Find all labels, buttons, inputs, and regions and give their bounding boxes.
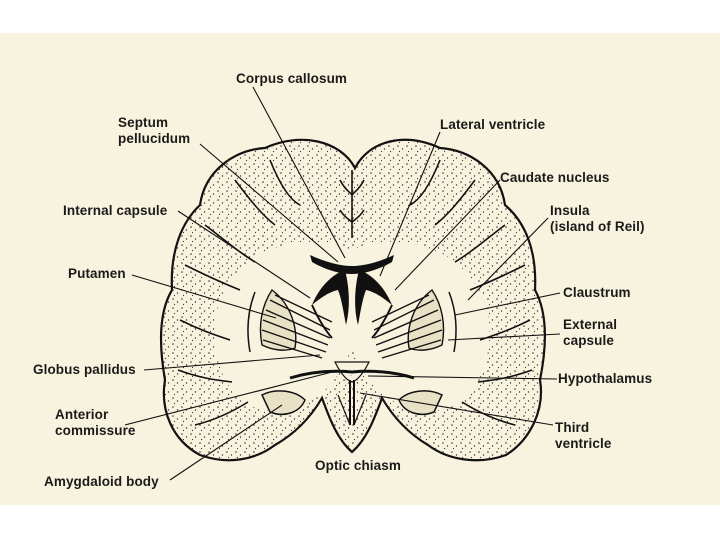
leader-internal-capsule: [177, 210, 311, 299]
label-optic-chiasm: Optic chiasm: [315, 458, 401, 473]
leader-hypothalamus: [367, 375, 558, 380]
putamen-left: [259, 288, 333, 359]
label-insula: Insula (island of Reil): [550, 203, 645, 234]
gyri-folds: [177, 159, 533, 426]
leader-globus-pallidus: [143, 354, 321, 371]
caudate-left: [311, 304, 333, 339]
label-external-capsule: External capsule: [563, 317, 618, 348]
anterior-commissure: [289, 369, 415, 380]
leader-lateral-ventricle: [379, 131, 441, 277]
leader-amygdaloid: [169, 404, 283, 481]
label-hypothalamus: Hypothalamus: [558, 371, 653, 386]
leader-anterior-commissure: [124, 369, 341, 426]
leader-putamen: [131, 274, 277, 319]
leader-third-ventricle: [359, 392, 554, 426]
label-claustrum: Claustrum: [563, 285, 631, 300]
leader-caudate: [394, 179, 501, 291]
lateral-ventricle-right: [355, 270, 392, 325]
leader-external-capsule: [447, 333, 561, 341]
label-third-ventricle: Third ventricle: [555, 420, 612, 451]
label-septum-pellucidum: Septum pellucidum: [118, 115, 191, 146]
amygdaloid-bodies: [261, 390, 443, 416]
label-internal-capsule: Internal capsule: [63, 203, 168, 218]
leader-corpus-callosum: [252, 86, 346, 259]
leader-insula: [467, 217, 549, 301]
leader-septum: [199, 143, 339, 263]
leader-lines: [124, 86, 561, 481]
claustrum-left: [247, 291, 256, 353]
corpus-callosum: [310, 255, 394, 274]
label-globus-pallidus: Globus pallidus: [33, 362, 136, 377]
putamen-right: [371, 288, 445, 359]
cortex-gray-matter: [160, 139, 545, 461]
leader-claustrum: [454, 292, 561, 316]
label-caudate-nucleus: Caudate nucleus: [500, 170, 610, 185]
claustrum-right: [448, 291, 457, 353]
label-corpus-callosum: Corpus callosum: [236, 71, 348, 86]
label-lateral-ventricle: Lateral ventricle: [440, 117, 546, 132]
caudate-right: [371, 304, 393, 339]
label-anterior-commissure: Anterior commissure: [55, 407, 136, 438]
label-putamen: Putamen: [68, 266, 126, 281]
label-amygdaloid-body: Amygdaloid body: [44, 474, 159, 489]
lateral-ventricle-left: [312, 270, 349, 325]
